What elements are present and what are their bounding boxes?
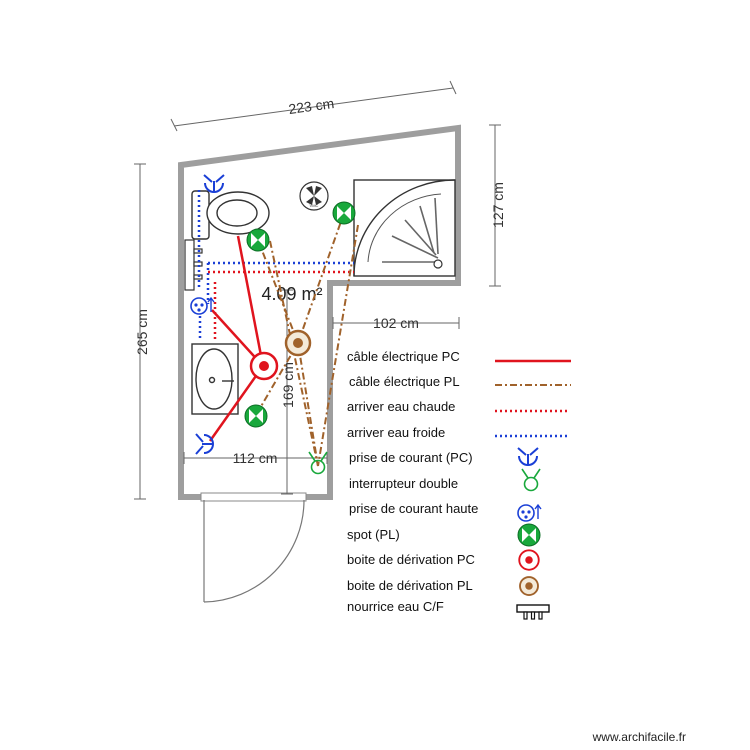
shower xyxy=(353,179,456,277)
outlet-toilet-icon xyxy=(203,174,225,193)
legend-junction-box-pc-icon xyxy=(518,549,540,571)
legend-label-junction-box-pc: boite de dérivation PC xyxy=(347,552,475,567)
spot-toilet-icon xyxy=(246,228,270,252)
dim-inner: 169 cm xyxy=(280,362,296,408)
watermark: www.archifacile.fr xyxy=(592,730,686,744)
dim-left: 265 cm xyxy=(134,309,150,355)
area-label: 4.09 m² xyxy=(261,284,322,304)
legend-high-outlet-icon xyxy=(517,504,542,522)
legend-spot-icon xyxy=(517,523,541,547)
legend-label-hot-water: arriver eau chaude xyxy=(347,399,455,414)
legend-outlet-icon xyxy=(517,447,539,466)
outlet-sink-icon xyxy=(195,433,214,455)
legend-junction-box-pl-icon xyxy=(519,576,539,596)
dim-notch: 102 cm xyxy=(373,315,419,331)
walls xyxy=(178,124,461,500)
legend-label-outlet: prise de courant (PC) xyxy=(349,450,473,465)
spot-shower-icon xyxy=(332,201,356,225)
legend-label-manifold: nourrice eau C/F xyxy=(347,599,444,614)
legend-label-double-switch: interrupteur double xyxy=(349,476,458,491)
dim-top: 223 cm xyxy=(287,95,335,117)
dimension-lines xyxy=(134,80,501,500)
cold-water-pipes xyxy=(197,190,354,338)
legend-label-high-outlet: prise de courant haute xyxy=(349,501,478,516)
legend-label-pl-cable: câble électrique PL xyxy=(349,374,460,389)
legend-label-pc-cable: câble électrique PC xyxy=(347,349,460,364)
spot-sink-icon xyxy=(244,404,268,428)
legend-double-switch-icon xyxy=(521,468,541,492)
legend-label-spot: spot (PL) xyxy=(347,527,400,542)
legend-manifold-icon xyxy=(516,604,550,620)
legend: câble électrique PC câble électrique PL … xyxy=(347,349,571,620)
vmc-label: VMC xyxy=(310,203,319,208)
high-outlet-sink-icon xyxy=(190,297,215,315)
junction-box-pc-room-icon xyxy=(249,351,279,381)
legend-label-junction-box-pl: boite de dérivation PL xyxy=(347,578,473,593)
vmc-fan: VMC xyxy=(299,181,329,211)
legend-label-cold-water: arriver eau froide xyxy=(347,425,445,440)
toilet xyxy=(191,190,270,240)
dim-right-upper: 127 cm xyxy=(490,182,506,228)
dim-bottom: 112 cm xyxy=(233,450,278,466)
sink xyxy=(191,343,239,415)
door xyxy=(200,492,307,603)
junction-box-pl-room-icon xyxy=(284,329,312,357)
